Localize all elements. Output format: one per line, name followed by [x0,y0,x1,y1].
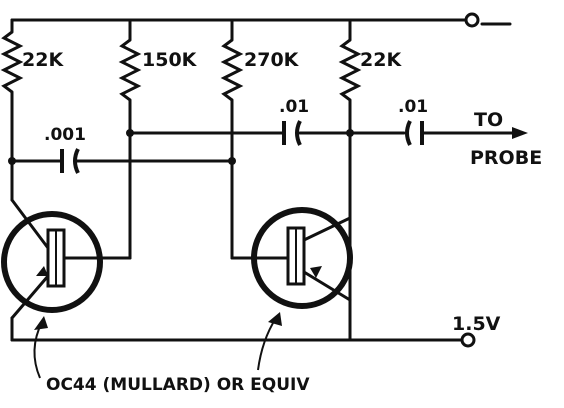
transistor-q1-emitter-arrow-icon [36,266,48,276]
transistor-q2 [251,207,353,309]
transistor-q1 [1,198,103,320]
capacitor-c3-label: .01 [398,97,428,117]
resistor-r3-label: 270K [244,49,300,71]
capacitor-c1-label: .001 [44,125,86,145]
bottom-terminal [460,332,476,348]
resistor-r4 [338,18,362,342]
resistor-r2 [94,18,142,260]
resistor-r2-label: 150K [142,49,198,71]
output-label-line1: TO [474,109,503,131]
output-label-line2: PROBE [470,147,542,169]
resistor-r1 [0,18,24,202]
probe-arrow-icon [512,127,528,139]
pointer-q2-arrow-icon [268,312,282,326]
capacitor-c2-label: .01 [279,97,309,117]
capacitor-c1 [60,148,80,174]
resistor-r1-label: 22K [22,49,64,71]
top-terminal [464,12,480,28]
supply-label: 1.5V [452,313,501,335]
capacitor-c3 [405,120,424,146]
pointer-q1-arrow-icon [34,316,48,330]
top-rail [10,12,512,28]
output-line [348,127,528,139]
junction-dots [8,129,354,165]
transistor-note: OC44 (MULLARD) OR EQUIV [46,375,310,395]
capacitor-c2 [282,120,302,146]
resistor-r4-label: 22K [360,49,402,71]
transistor-q2-emitter-arrow-icon [310,266,322,278]
bottom-rail [10,316,476,348]
transistor-pointers [33,312,282,379]
